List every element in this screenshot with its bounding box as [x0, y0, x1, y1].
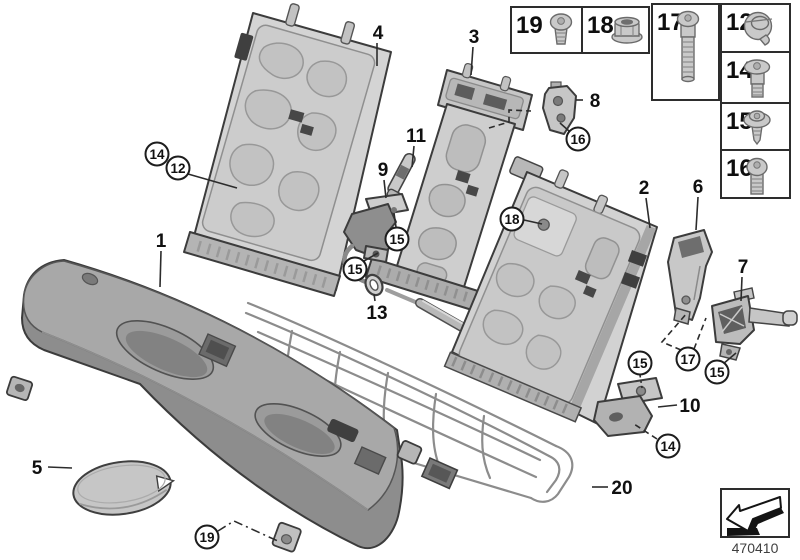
svg-text:18: 18: [504, 212, 520, 227]
svg-text:13: 13: [366, 303, 387, 324]
svg-text:15: 15: [389, 232, 405, 247]
svg-text:10: 10: [679, 396, 700, 417]
svg-text:5: 5: [32, 458, 43, 479]
callout-15-circled-c[interactable]: 15: [627, 350, 653, 376]
callout-2[interactable]: 2: [639, 178, 650, 199]
callout-14-circled[interactable]: 14: [144, 141, 170, 167]
drawing-stamp: 470410: [720, 488, 790, 556]
callout-11[interactable]: 11: [406, 126, 427, 147]
pan-head-screw-icon: [549, 13, 573, 45]
callout-4[interactable]: 4: [373, 23, 384, 44]
callout-15-circled-a[interactable]: 15: [384, 226, 410, 252]
callout-12-circled[interactable]: 12: [165, 155, 191, 181]
callout-8[interactable]: 8: [590, 91, 601, 112]
svg-text:15: 15: [347, 262, 363, 277]
fastener-legend: 19 18 17: [510, 3, 791, 199]
callout-7[interactable]: 7: [738, 257, 749, 278]
svg-text:11: 11: [406, 126, 427, 147]
svg-text:1: 1: [156, 231, 167, 252]
svg-text:14: 14: [660, 439, 676, 454]
drawing-number: 470410: [732, 540, 779, 556]
callout-14-circled-b[interactable]: 14: [655, 433, 681, 459]
callout-10[interactable]: 10: [679, 396, 700, 417]
legend-item-16[interactable]: 16: [720, 149, 791, 199]
cover-cap-5: [72, 460, 176, 516]
svg-text:2: 2: [639, 178, 650, 199]
svg-text:14: 14: [149, 147, 165, 162]
svg-text:19: 19: [516, 12, 543, 39]
svg-text:3: 3: [469, 27, 480, 48]
legend-item-17[interactable]: 17: [651, 3, 720, 101]
direction-arrow-icon: [726, 496, 784, 536]
svg-text:19: 19: [199, 530, 214, 545]
seat-backrest-frame-center: [365, 62, 533, 311]
svg-text:15: 15: [632, 356, 648, 371]
callout-16-circled[interactable]: 16: [565, 126, 591, 152]
ring-bushing-13: [364, 273, 384, 297]
legend-item-14[interactable]: 14: [720, 51, 791, 104]
svg-text:20: 20: [611, 478, 632, 499]
flange-nut-icon: [611, 16, 643, 44]
latch-bracket-8: [542, 81, 577, 135]
svg-text:18: 18: [587, 12, 614, 39]
svg-text:16: 16: [570, 132, 586, 147]
legend-item-15[interactable]: 15: [720, 102, 791, 151]
washer-head-screw-icon: [743, 110, 771, 146]
long-bolt-icon: [676, 10, 700, 83]
round-head-screw-icon: [746, 157, 768, 195]
seat-backrest-frame-left: [183, 3, 392, 297]
callout-13[interactable]: 13: [366, 303, 387, 324]
svg-text:9: 9: [378, 160, 389, 181]
support-bracket-6: [667, 229, 713, 325]
mount-tab: [396, 440, 423, 465]
legend-item-12[interactable]: 12: [720, 3, 791, 53]
seat-recess-right: [254, 403, 342, 457]
svg-text:12: 12: [170, 161, 185, 176]
callout-18-circled[interactable]: 18: [499, 206, 525, 232]
callout-15-circled-d[interactable]: 15: [704, 359, 730, 385]
svg-text:8: 8: [590, 91, 601, 112]
legend-item-18[interactable]: 18: [581, 6, 650, 54]
shoulder-screw-icon: [743, 59, 771, 98]
mount-tab: [271, 521, 302, 553]
svg-text:17: 17: [680, 352, 695, 367]
seat-backrest-frame-right: [443, 156, 658, 425]
callout-20[interactable]: 20: [611, 478, 632, 499]
svg-text:6: 6: [693, 177, 704, 198]
callout-6[interactable]: 6: [693, 177, 704, 198]
retaining-clip-icon: [743, 11, 773, 46]
svg-text:7: 7: [738, 257, 749, 278]
callout-15-circled-b[interactable]: 15: [342, 256, 368, 282]
callout-5[interactable]: 5: [32, 458, 43, 479]
latch-bracket-7: [711, 287, 798, 361]
legend-item-19[interactable]: 19: [510, 6, 583, 54]
seat-base-pan: [6, 259, 423, 553]
callout-3[interactable]: 3: [469, 27, 480, 48]
callout-9[interactable]: 9: [378, 160, 389, 181]
leader-lines: [47, 43, 743, 543]
callouts: 1 2 3 4 5 6 7 8 9 10 11 13 20 12 14 14 1…: [32, 23, 749, 550]
callout-17-circled[interactable]: 17: [675, 346, 701, 372]
mount-tab: [6, 375, 34, 401]
callout-1[interactable]: 1: [156, 231, 167, 252]
svg-text:15: 15: [709, 365, 725, 380]
callout-19-circled[interactable]: 19: [194, 524, 220, 550]
seat-recess-left: [115, 320, 215, 380]
svg-text:4: 4: [373, 23, 384, 44]
